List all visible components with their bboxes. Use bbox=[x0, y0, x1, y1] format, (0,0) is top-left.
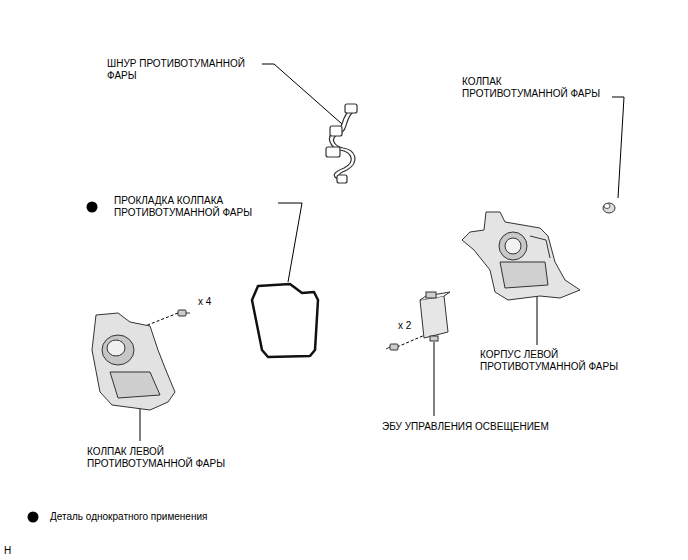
part-label: ПРОКЛАДКА КОЛПАКА ПРОТИВОТУМАННОЙ ФАРЫ bbox=[114, 195, 274, 219]
cover-drawing bbox=[92, 313, 175, 410]
leader-line bbox=[612, 97, 624, 198]
screw-axis bbox=[397, 335, 425, 347]
leader-line bbox=[537, 292, 538, 345]
quantity-label: x 2 bbox=[398, 320, 411, 332]
legend-sample-dot bbox=[28, 512, 39, 523]
leader-line bbox=[140, 404, 141, 441]
part-label: ШНУР ПРОТИВОТУМАННОЙ ФАРЫ bbox=[107, 58, 257, 82]
cord-drawing bbox=[326, 104, 357, 183]
legend-text: Деталь однократного применения bbox=[50, 511, 207, 523]
cap-drawing bbox=[603, 203, 615, 213]
leader-line bbox=[262, 64, 342, 124]
figure-code: H bbox=[4, 545, 11, 557]
housing-drawing bbox=[462, 212, 580, 300]
part-label: КОЛПАК ПРОТИВОТУМАННОЙ ФАРЫ bbox=[462, 76, 602, 100]
screw-drawing bbox=[178, 310, 398, 350]
leader-line bbox=[278, 203, 302, 282]
one-time-use-mark bbox=[87, 202, 98, 213]
part-label: КОРПУС ЛЕВОЙ ПРОТИВОТУМАННОЙ ФАРЫ bbox=[480, 349, 630, 373]
leader-line bbox=[434, 342, 435, 416]
ecu-drawing bbox=[420, 292, 450, 341]
part-label: КОЛПАК ЛЕВОЙ ПРОТИВОТУМАННОЙ ФАРЫ bbox=[87, 446, 237, 470]
quantity-label: x 4 bbox=[198, 296, 211, 308]
part-label: ЭБУ УПРАВЛЕНИЯ ОСВЕЩЕНИЕМ bbox=[382, 421, 549, 433]
gasket-drawing bbox=[252, 284, 318, 357]
